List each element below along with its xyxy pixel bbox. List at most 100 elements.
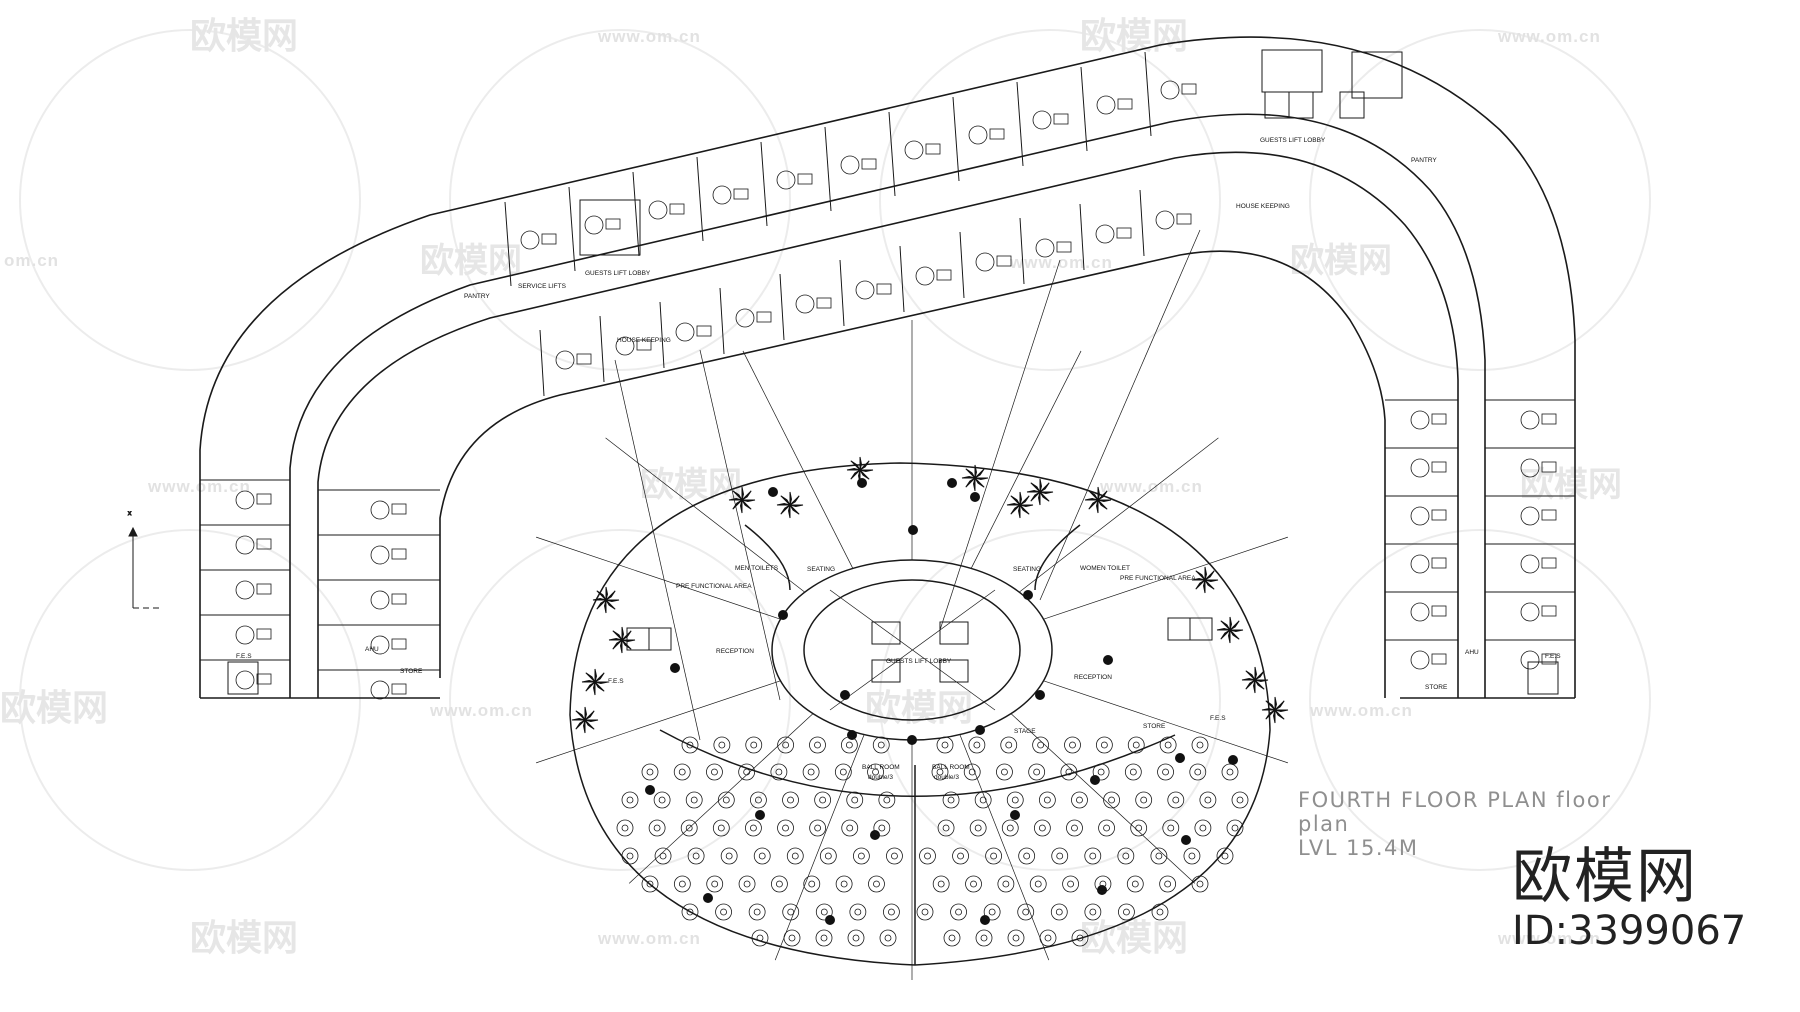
furniture-chair-group [795, 294, 815, 314]
palm-leaf [789, 495, 800, 506]
label-ahu: AHU [1465, 649, 1479, 656]
label-ahu: AHU [365, 646, 379, 653]
room-partition [632, 171, 640, 257]
wing-inner-wall [439, 250, 1386, 698]
banquet-table-center [814, 824, 822, 832]
watermark-url: www.om.cn [429, 701, 533, 720]
palm-leaf [1026, 490, 1041, 493]
palm-leaf [1241, 678, 1256, 681]
banquet-table [834, 763, 852, 781]
banquet-table-center [1100, 741, 1108, 749]
label-ball-room-sub: double/3 [868, 774, 893, 781]
room-partition [696, 156, 704, 242]
watermark-logo: 欧模网 [0, 688, 108, 729]
room-partition [1144, 51, 1152, 137]
furniture-bed [636, 339, 652, 351]
banquet-table-center [878, 824, 886, 832]
hotel-wing [199, 36, 1576, 699]
banquet-table [1033, 819, 1051, 837]
banquet-table-center [750, 741, 758, 749]
banquet-table [720, 847, 738, 865]
palm-leaf [1253, 679, 1256, 694]
watermark-url: www.om.cn [1309, 701, 1413, 720]
furniture-bed [1431, 413, 1447, 425]
palm-leaf [965, 477, 976, 488]
furniture-chair-group [1520, 506, 1540, 526]
palm-leaf [594, 668, 597, 683]
structural-column [825, 915, 835, 925]
structural-column [907, 735, 917, 745]
palm-leaf [620, 639, 623, 654]
banquet-table [815, 903, 833, 921]
palm-leaf [1019, 495, 1030, 506]
banquet-table-center [658, 796, 666, 804]
palm-leaf [605, 586, 608, 601]
banquet-table-center [1108, 796, 1115, 804]
banquet-table [1018, 847, 1036, 865]
banquet-table [963, 763, 981, 781]
banquet-table-center [725, 852, 733, 860]
banquet-table-center [857, 852, 865, 860]
furniture-bed [1541, 605, 1557, 617]
banquet-table [782, 903, 800, 921]
banquet-table [738, 763, 756, 781]
room-partition [1016, 81, 1024, 167]
banquet-table-center [883, 796, 891, 804]
palm-leaf [1204, 566, 1207, 581]
palm-tree-icon [728, 486, 756, 514]
banquet-table-center [718, 741, 726, 749]
banquet-table-center [973, 741, 981, 749]
room-partition [1079, 203, 1085, 271]
furniture-chair-group [235, 625, 255, 645]
banquet-table [1032, 736, 1050, 754]
label-service-lifts: SERVICE LIFTS [518, 283, 567, 290]
furniture-chair-group [648, 200, 668, 220]
stair-block [579, 199, 641, 256]
banquet-table-center [750, 824, 757, 832]
watermark-logo: 欧模网 [190, 918, 298, 959]
seating-arc-left [744, 524, 791, 591]
structural-column [778, 610, 788, 620]
stair-block [1527, 661, 1559, 695]
palm-leaf [780, 495, 791, 506]
banquet-table [1071, 791, 1088, 809]
room-labels: PANTRY PANTRY SERVICE LIFTS GUESTS LIFT … [236, 137, 1561, 781]
banquet-table-center [1196, 880, 1204, 888]
banquet-table [1007, 929, 1025, 947]
banquet-table [654, 847, 672, 865]
furniture-bed [256, 583, 272, 595]
palm-leaf [1245, 670, 1256, 681]
furniture-chair-group [1520, 650, 1540, 670]
ballroom-grid-line [536, 680, 781, 764]
palm-leaf [789, 504, 800, 515]
banquet-table-center [1172, 796, 1180, 804]
palm-leaf [859, 456, 862, 471]
banquet-table-center [947, 796, 955, 804]
furniture-bed [996, 255, 1012, 267]
banquet-table [641, 875, 659, 893]
furniture-chair-group [1035, 238, 1055, 258]
banquet-table-center [990, 852, 998, 860]
stair-block [1351, 51, 1403, 99]
seating-arc-right [1034, 524, 1081, 591]
watermark-logo: 欧模网 [1080, 918, 1188, 959]
palm-leaf [850, 460, 861, 471]
palm-leaf [1203, 579, 1206, 594]
banquet-table-center [942, 824, 950, 832]
banquet-table-center [1194, 768, 1202, 776]
banquet-table [883, 903, 900, 921]
label-fes: F.E.S [1210, 715, 1226, 722]
label-women-toilet: WOMEN TOILET [1080, 565, 1130, 572]
palm-leaf [974, 477, 985, 488]
banquet-table-center [1034, 880, 1042, 888]
furniture-bed [936, 269, 952, 281]
label-ball-room-sub: double/3 [934, 774, 959, 781]
banquet-table-center [626, 852, 634, 860]
banquet-table [706, 875, 724, 893]
furniture-bed [256, 628, 272, 640]
room-partition [568, 186, 576, 272]
label-store: STORE [400, 668, 423, 675]
room-partition [1080, 66, 1088, 152]
structural-column [975, 725, 985, 735]
palm-leaf [1273, 709, 1276, 724]
